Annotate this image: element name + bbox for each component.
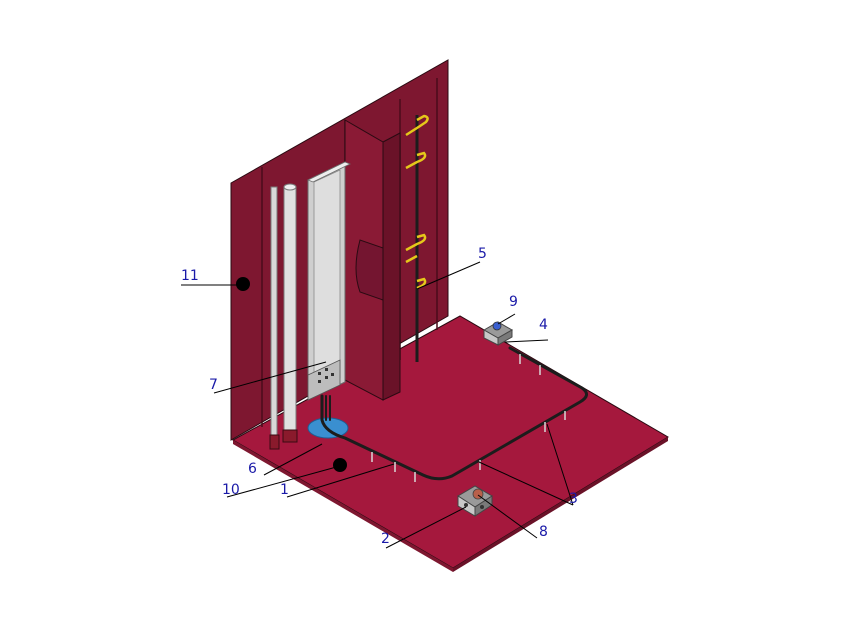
callout-5: 5 [478,246,487,262]
callout-1: 1 [280,482,289,498]
cabinet-panel [307,161,351,401]
wall-flange-side [382,132,401,401]
hole-marker-wall-icon [236,277,250,291]
callout-9: 9 [509,294,518,310]
callout-3: 3 [569,491,578,507]
callout-11: 11 [181,268,199,284]
fixture-back-icon [482,321,514,346]
hole-marker-floor-icon [333,458,347,472]
callout-labels: 11 5 9 4 7 6 10 1 3 8 2 [181,246,578,547]
callout-10: 10 [222,482,240,498]
callout-6: 6 [248,461,257,477]
callout-2: 2 [381,531,390,547]
leader-lines [181,261,574,549]
callout-4: 4 [539,317,548,333]
callout-7: 7 [209,377,218,393]
vertical-conduit [405,114,429,362]
floor-edge-right [453,437,668,572]
cable-run [320,346,588,481]
pipe-thick [282,183,298,443]
floor-edge [233,440,453,572]
cable-supports [371,354,566,482]
pipe-thin [269,186,280,450]
wall-opening [355,239,384,301]
callout-8: 8 [539,524,548,540]
